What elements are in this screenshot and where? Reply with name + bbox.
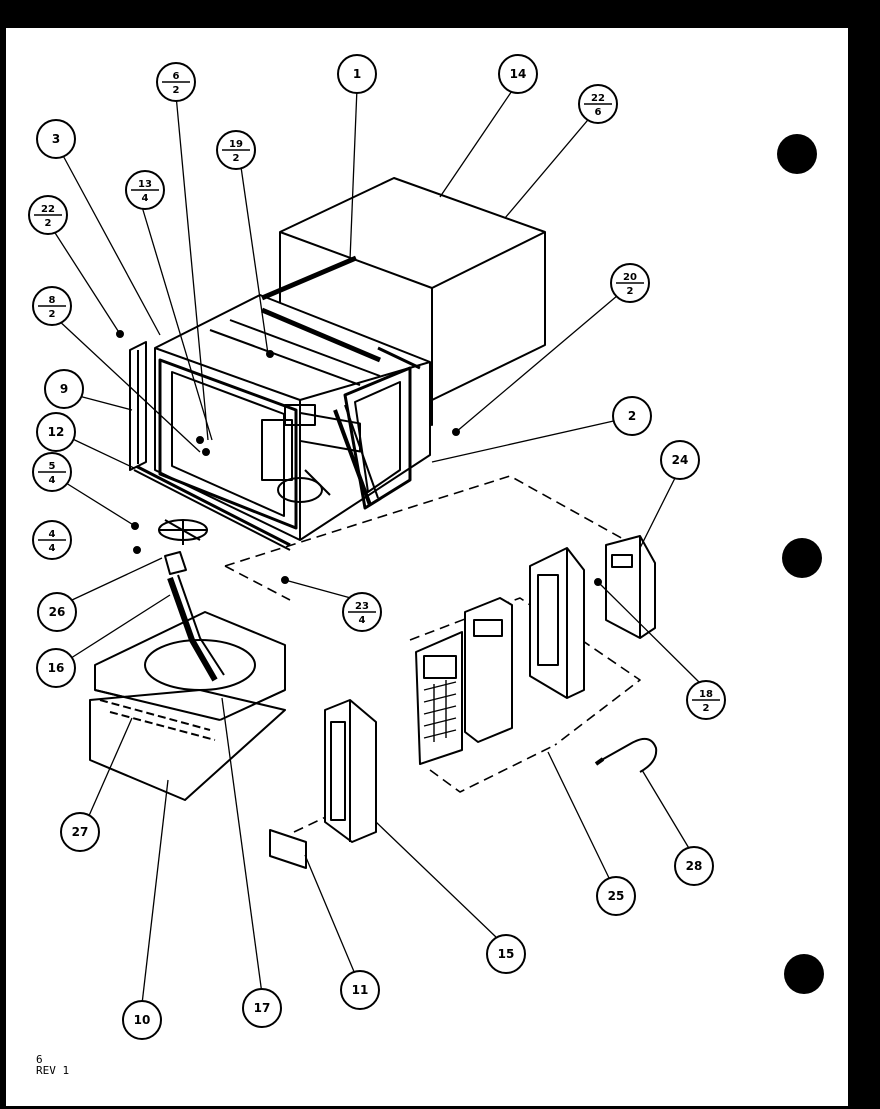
callout-number: 17 (254, 1001, 271, 1015)
callout-number: 23 (355, 601, 369, 612)
callout-number: 26 (49, 605, 66, 619)
callout-c16: 16 (36, 648, 76, 688)
callout-circle (122, 1000, 162, 1040)
callout-c3: 3 (36, 119, 76, 159)
callout-number: 25 (608, 889, 625, 903)
callout-number: 2 (703, 703, 710, 714)
callout-circle (36, 412, 76, 452)
callout-number: 10 (134, 1013, 151, 1027)
callout-c22_6: 226 (578, 84, 618, 124)
callout-number: 9 (60, 382, 68, 396)
callout-number: 2 (49, 309, 56, 320)
binder-hole-top (777, 134, 817, 174)
callout-circle (37, 592, 77, 632)
callout-number: 19 (229, 139, 243, 150)
callout-c20_2: 202 (610, 263, 650, 303)
callout-number: 2 (628, 409, 636, 423)
callout-number: 4 (49, 529, 56, 540)
callout-circle (36, 119, 76, 159)
callout-c27: 27 (60, 812, 100, 852)
callout-number: 4 (49, 475, 56, 486)
callout-number: 4 (359, 615, 366, 626)
callout-number: 16 (48, 661, 65, 675)
callout-c1: 1 (337, 54, 377, 94)
page-number: 6 (36, 1053, 43, 1066)
callout-number: 2 (627, 286, 634, 297)
callout-number: 3 (52, 132, 60, 146)
callout-c18_2: 182 (686, 680, 726, 720)
callout-number: 2 (173, 85, 180, 96)
callout-circle (44, 369, 84, 409)
callout-number: 8 (49, 295, 56, 306)
callout-number: 13 (138, 179, 152, 190)
callout-c8_2: 82 (32, 286, 72, 326)
callout-c10: 10 (122, 1000, 162, 1040)
callout-number: 2 (233, 153, 240, 164)
callout-c12: 12 (36, 412, 76, 452)
callout-circle (340, 970, 380, 1010)
callout-number: 27 (72, 825, 89, 839)
leader-lines (49, 81, 703, 1005)
callout-number: 20 (623, 272, 637, 283)
callout-c23_4: 234 (342, 592, 382, 632)
callout-number: 2 (45, 218, 52, 229)
callout-circle (60, 812, 100, 852)
callout-c25: 25 (596, 876, 636, 916)
revision-label: REV 1 (36, 1064, 70, 1077)
callout-c13_4: 134 (125, 170, 165, 210)
stirrer-fan (158, 519, 208, 575)
callout-circle (596, 876, 636, 916)
callout-circle (674, 846, 714, 886)
callout-number: 4 (49, 543, 56, 554)
callout-c5_4: 54 (32, 452, 72, 492)
callout-c14: 14 (498, 54, 538, 94)
callout-number: 12 (48, 425, 65, 439)
callout-circle (486, 934, 526, 974)
callout-circle (660, 440, 700, 480)
callout-number: 18 (699, 689, 713, 700)
callout-number: 6 (173, 71, 180, 82)
callout-number: 22 (41, 204, 55, 215)
control-panel-parts (269, 535, 658, 869)
oven-cavity-chassis (129, 255, 431, 551)
callout-number: 15 (498, 947, 515, 961)
callout-c2: 2 (612, 396, 652, 436)
callout-c28: 28 (674, 846, 714, 886)
callout-circle (337, 54, 377, 94)
callout-number: 24 (672, 453, 689, 467)
base-plate-assembly (89, 574, 286, 801)
callout-number: 1 (353, 67, 361, 81)
callout-c11: 11 (340, 970, 380, 1010)
callout-c24: 24 (660, 440, 700, 480)
callout-circle (498, 54, 538, 94)
callout-number: 28 (686, 859, 703, 873)
callout-circle (36, 648, 76, 688)
callout-number: 14 (510, 67, 527, 81)
callout-number: 5 (49, 461, 56, 472)
callout-number: 6 (595, 107, 602, 118)
binder-hole-bottom (784, 954, 824, 994)
callout-c4_4: 44 (32, 520, 72, 560)
callout-c22_2: 222 (28, 195, 68, 235)
callout-number: 4 (142, 193, 149, 204)
callout-c6_2: 62 (156, 62, 196, 102)
callout-c15: 15 (486, 934, 526, 974)
callout-c17: 17 (242, 988, 282, 1028)
callout-circle (242, 988, 282, 1028)
binder-hole-middle (782, 538, 822, 578)
callout-number: 11 (352, 983, 369, 997)
callout-circle (612, 396, 652, 436)
drawing-footer: 6 REV 1 (36, 1054, 69, 1076)
callout-c19_2: 192 (216, 130, 256, 170)
callout-c26: 26 (37, 592, 77, 632)
callout-number: 22 (591, 93, 605, 104)
callout-c9: 9 (44, 369, 84, 409)
